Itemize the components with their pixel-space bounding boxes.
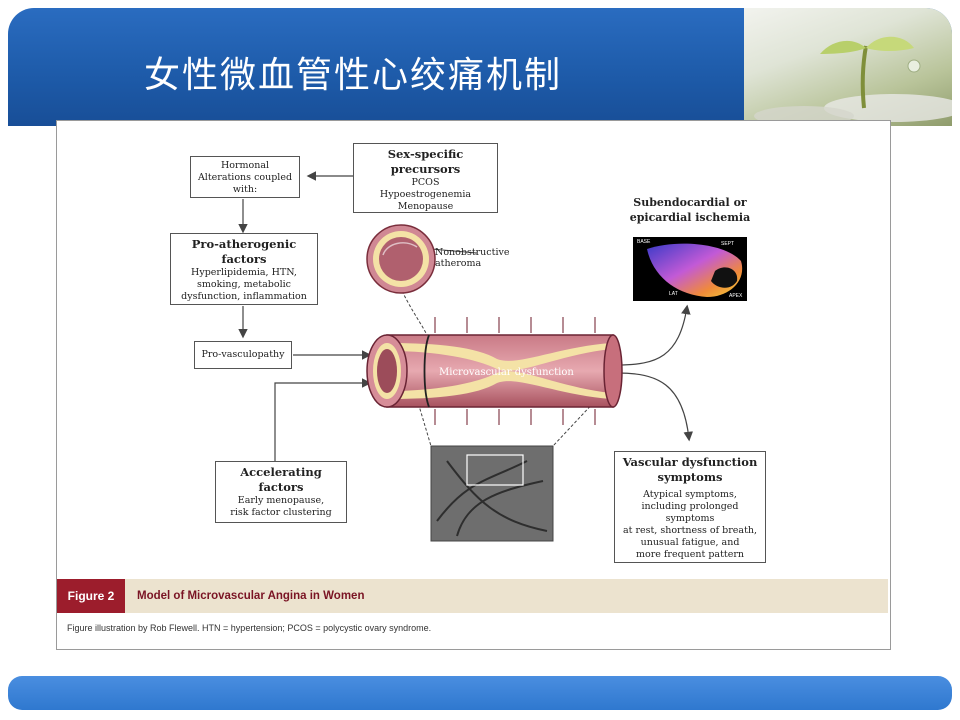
title-bar: 女性微血管性心绞痛机制 <box>8 8 952 126</box>
slide-title: 女性微血管性心绞痛机制 <box>144 55 563 96</box>
symptoms-box: Vascular dysfunction symptoms Atypical s… <box>614 451 766 563</box>
figure: Hormonal Alterations coupled with: Sex-s… <box>56 120 891 650</box>
sex-specific-item: Hypoestrogenemia <box>379 189 472 200</box>
pro-atherogenic-item: dysfunction, inflammation <box>181 291 307 302</box>
vessel-label: Microvascular dysfunction <box>439 367 574 378</box>
pro-atherogenic-box: Pro-atherogenic factors Hyperlipidemia, … <box>170 233 318 305</box>
ischemia-title: Subendocardial or epicardial ischemia <box>623 195 757 225</box>
ischemia-title-line: epicardial ischemia <box>629 211 751 224</box>
figure-credit: Figure illustration by Rob Flewell. HTN … <box>67 623 432 633</box>
figure-tag: Figure 2 <box>57 579 125 613</box>
map-label-base: BASE <box>637 239 651 245</box>
accelerating-item: risk factor clustering <box>230 507 332 518</box>
symptoms-item: at rest, shortness of breath, <box>622 525 758 536</box>
accelerating-box: Accelerating factors Early menopause, ri… <box>215 461 347 523</box>
pro-atherogenic-item: Hyperlipidemia, HTN, <box>191 267 297 278</box>
sex-specific-item: Menopause <box>397 201 454 212</box>
footer-bar <box>8 676 952 710</box>
symptoms-item: unusual fatigue, and <box>640 537 740 548</box>
hormonal-alterations-box: Hormonal Alterations coupled with: <box>190 156 300 198</box>
map-label-sept: SEPT <box>721 241 735 247</box>
diagram-artwork <box>238 171 747 542</box>
pro-vasculopathy-label: Pro-vasculopathy <box>201 349 285 360</box>
symptoms-title-line: Vascular dysfunction <box>622 455 758 469</box>
pro-vasculopathy-box: Pro-vasculopathy <box>194 341 292 369</box>
caption-bar: Figure 2 Model of Microvascular Angina i… <box>57 579 888 613</box>
pro-atherogenic-item: smoking, metabolic <box>197 279 291 290</box>
hormonal-label: Hormonal Alterations coupled with: <box>197 160 293 195</box>
accelerating-item: Early menopause, <box>237 495 325 506</box>
map-label-apex: APEX <box>729 293 743 299</box>
nonobstructive-label: Nonobstructive atheroma <box>435 247 509 269</box>
nonobstructive-line: atheroma <box>435 258 482 269</box>
sex-specific-title: Sex-specific precursors <box>387 147 464 176</box>
sex-specific-box: Sex-specific precursors PCOS Hypoestroge… <box>353 143 498 213</box>
symptoms-item: including prolonged symptoms <box>641 501 739 524</box>
symptoms-item: Atypical symptoms, <box>643 489 737 500</box>
accelerating-title: Accelerating factors <box>240 465 322 494</box>
figure-title: Model of Microvascular Angina in Women <box>137 590 365 602</box>
ischemia-title-line: Subendocardial or <box>633 196 747 209</box>
sprout-photo <box>744 8 952 126</box>
symptoms-title-line: symptoms <box>657 470 723 484</box>
symptoms-item: more frequent pattern <box>635 549 745 560</box>
nonobstructive-line: Nonobstructive <box>435 247 510 258</box>
map-label-lat: LAT <box>669 291 678 297</box>
pro-atherogenic-title: Pro-atherogenic factors <box>191 237 297 266</box>
sex-specific-item: PCOS <box>411 177 440 188</box>
